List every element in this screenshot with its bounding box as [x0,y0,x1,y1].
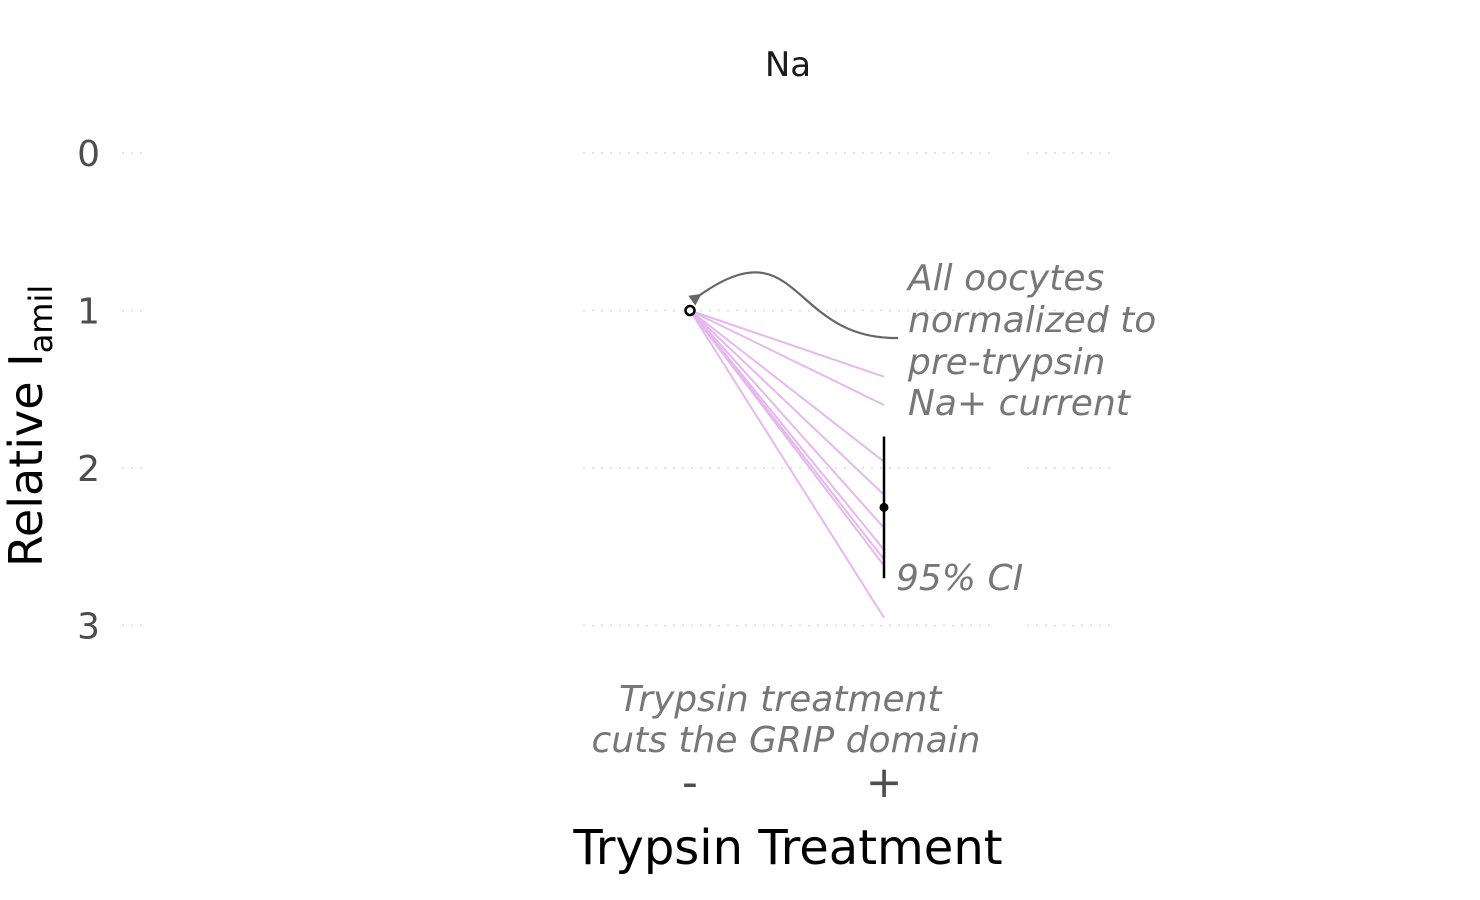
gridlines [122,152,1110,627]
annotation-arrow [688,271,899,340]
annotation-trypsin: Trypsin treatment cuts the GRIP domain [592,679,981,761]
oocyte-traces [689,309,885,619]
panel-title: Na [765,45,811,85]
x-tick-label-0: - [682,757,698,808]
y-tick-label-2: 2 [77,449,100,490]
trace-line-3 [689,309,885,496]
annotation-ci: 95% CI [896,558,1023,599]
y-tick-label-0: 0 [77,134,100,175]
x-axis-title: Trypsin Treatment [572,820,1002,876]
y-tick-label-3: 3 [77,607,100,648]
trace-line-0 [689,309,885,378]
x-tick-label-1: + [866,757,903,808]
x-tick-labels: -+ [682,757,902,808]
mean-point [879,502,889,512]
y-tick-label-1: 1 [77,292,100,333]
y-axis-title: Relative Iamil [0,285,60,567]
trace-line-7 [689,309,885,567]
trace-line-4 [689,309,885,529]
y-tick-labels: 0 1 2 3 [77,134,100,648]
trace-line-8 [689,309,885,619]
trace-line-1 [689,309,885,406]
annotation-normalized: All oocytes normalized to pre-trypsin Na… [906,258,1168,424]
trace-line-2 [689,309,885,463]
baseline-point [684,304,696,317]
